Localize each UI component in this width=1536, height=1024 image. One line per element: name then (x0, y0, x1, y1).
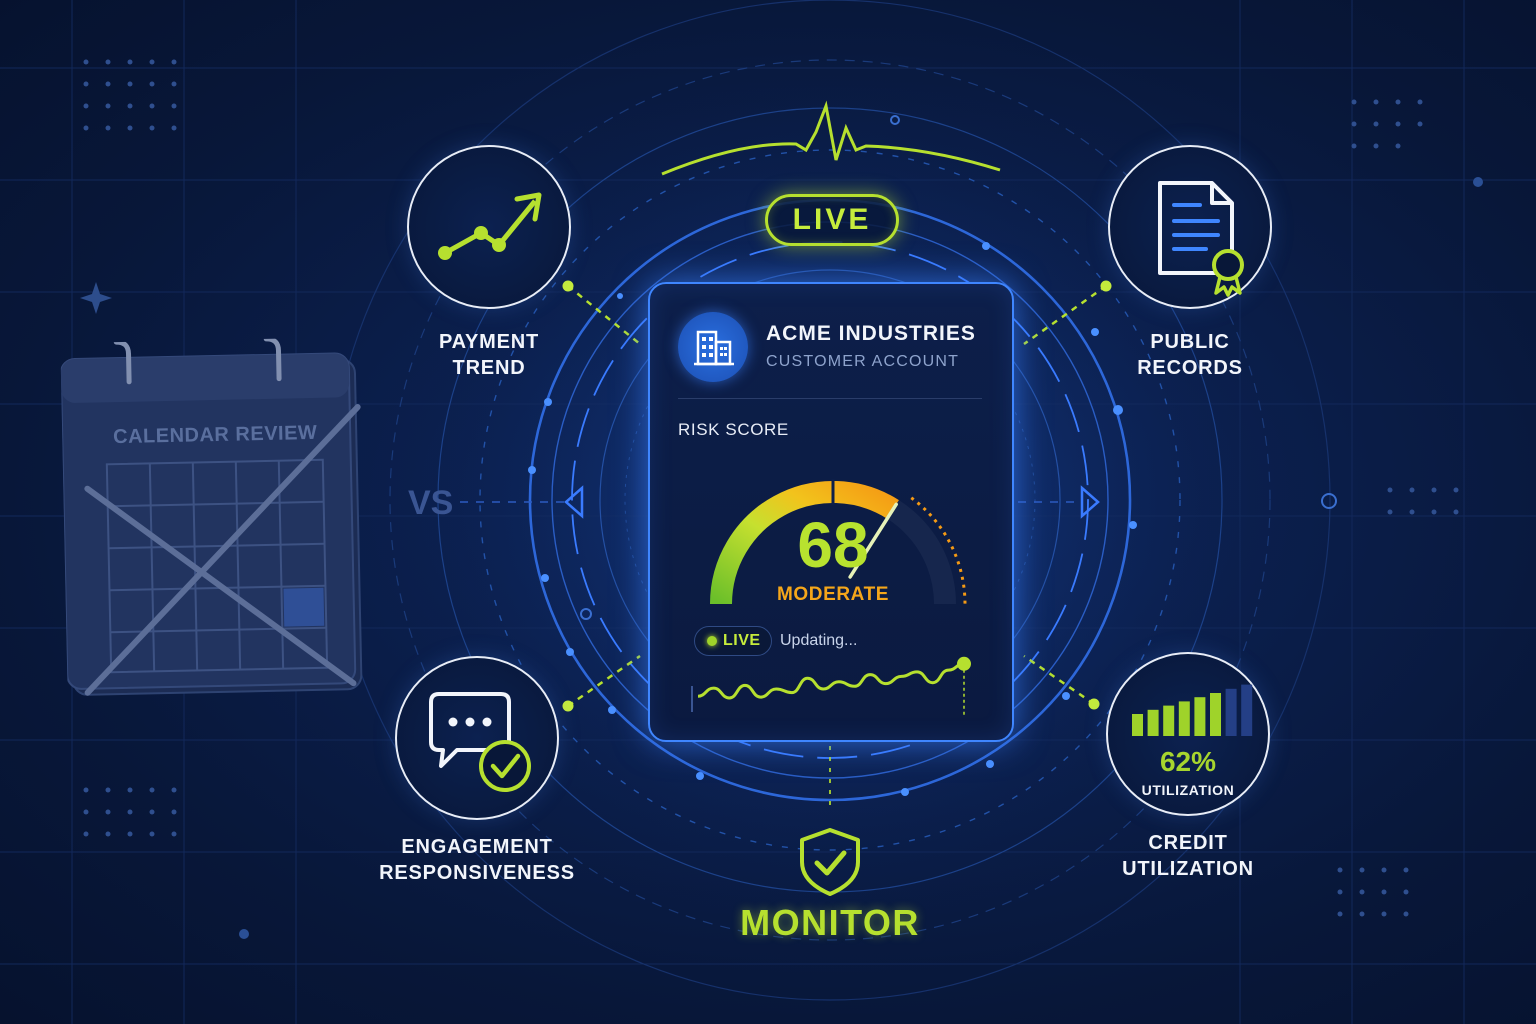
public-records-node (1108, 145, 1272, 309)
engagement-label-1: ENGAGEMENT (401, 836, 553, 858)
factor-public-records: PUBLIC RECORDS (1070, 145, 1310, 381)
utilization-bar (1163, 705, 1175, 736)
sparkline-path (697, 662, 965, 700)
account-name: ACME INDUSTRIES (766, 322, 976, 345)
card-divider (678, 398, 982, 399)
utilization-bar (1132, 714, 1143, 736)
shield-check-icon (800, 828, 860, 896)
utilization-bar (1225, 688, 1237, 736)
utilization-sublabel: UTILIZATION (1141, 782, 1235, 798)
trend-up-icon (438, 192, 542, 260)
live-badge: LIVE (765, 194, 899, 246)
building-icon (678, 312, 748, 382)
heartbeat-line (661, 100, 1001, 176)
engagement-label-2: RESPONSIVENESS (379, 862, 575, 884)
payment-trend-label-2: TREND (452, 357, 526, 379)
risk-score-value: 68 (797, 509, 869, 581)
live-dot-icon (707, 636, 717, 646)
risk-score-label: RISK SCORE (678, 420, 789, 439)
bar-level-icon (1132, 684, 1253, 736)
payment-trend-label-1: PAYMENT (438, 331, 540, 353)
credit-utilization-label-1: CREDIT (1148, 832, 1228, 854)
gauge-needle (848, 502, 898, 579)
updating-status: Updating... (780, 632, 858, 649)
utilization-bar (1210, 693, 1221, 736)
account-type: CUSTOMER ACCOUNT (766, 353, 960, 370)
monitor-label: MONITOR (740, 902, 920, 943)
payment-trend-node (407, 145, 571, 309)
utilization-bar (1241, 684, 1253, 736)
public-records-label-1: PUBLIC (1150, 331, 1230, 353)
factor-credit-utilization: 62% UTILIZATION CREDIT UTILIZATION (1068, 652, 1308, 882)
chat-check-icon (429, 692, 531, 792)
factor-engagement-responsiveness: ENGAGEMENT RESPONSIVENESS (357, 656, 597, 886)
utilization-bar (1178, 701, 1190, 736)
live-status-pill: LIVE (694, 626, 772, 656)
risk-gauge (710, 479, 967, 605)
public-records-label-2: RECORDS (1137, 357, 1243, 379)
live-sparkline (691, 656, 971, 716)
calendar-icon (59, 336, 363, 696)
engagement-node (395, 656, 559, 820)
credit-utilization-label-2: UTILIZATION (1122, 858, 1254, 880)
live-status-label: LIVE (723, 632, 761, 649)
utilization-percent: 62% (1159, 746, 1217, 777)
vs-label: VS (408, 484, 454, 522)
risk-rating: MODERATE (776, 584, 890, 605)
sparkle-icon (80, 282, 112, 314)
calendar-review-graphic: CALENDAR REVIEW (59, 336, 373, 701)
factor-payment-trend: PAYMENT TREND (369, 145, 609, 381)
utilization-bar (1194, 697, 1206, 736)
utilization-bar (1147, 709, 1159, 736)
credit-utilization-node: 62% UTILIZATION (1106, 652, 1270, 816)
document-certificate-icon (1158, 181, 1244, 297)
account-risk-card[interactable]: ACME INDUSTRIES CUSTOMER ACCOUNT RISK SC… (648, 282, 1014, 742)
